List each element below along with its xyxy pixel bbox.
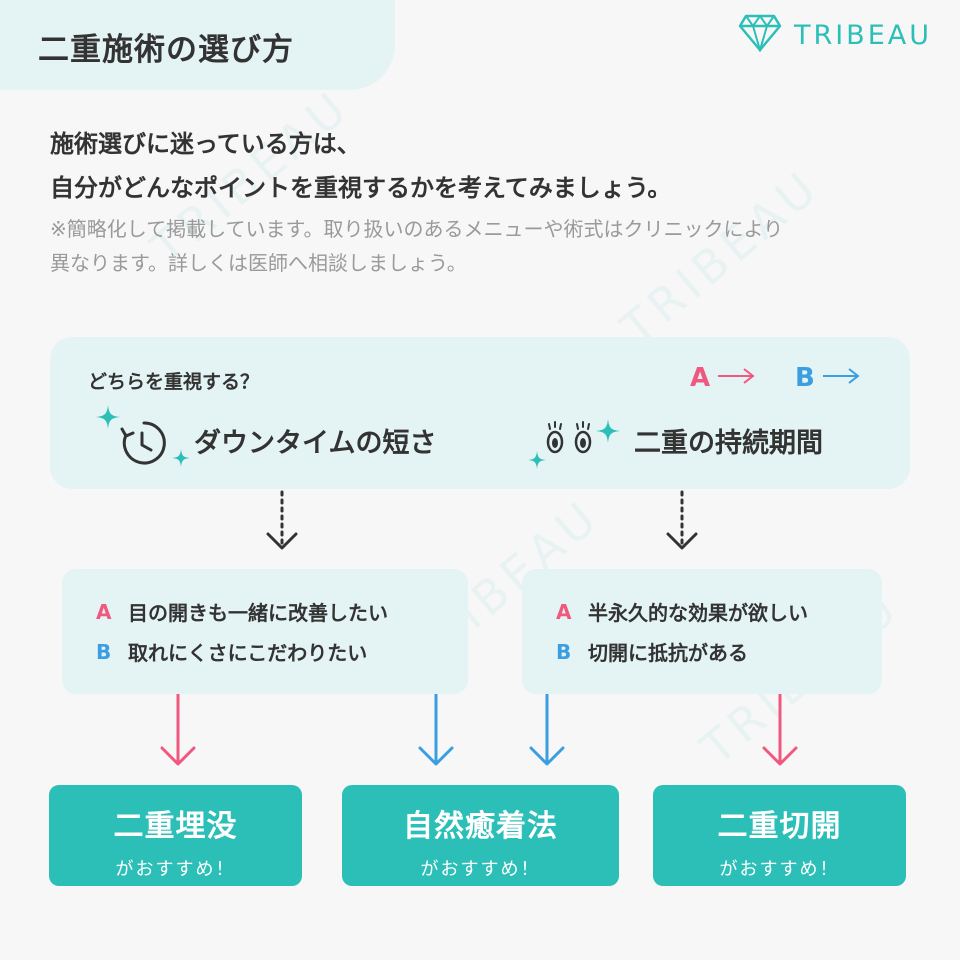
title-tab: 二重施術の選び方 — [0, 0, 395, 90]
result-box-maibotsu: 二重埋没 がおすすめ！ — [49, 785, 302, 886]
criteria-letter-a: A — [556, 599, 572, 624]
brand-logo: TRIBEAU — [738, 14, 932, 56]
result-subtext: がおすすめ！ — [719, 859, 840, 880]
question-box: どちらを重視する？ A B ダウンタイムの短さ — [50, 337, 910, 489]
legend-b-letter: B — [795, 363, 815, 393]
criteria-box-duration: A 半永久的な効果が欲しい B 切開に抵抗がある — [522, 569, 882, 694]
legend-a: A — [690, 363, 756, 393]
option-downtime: ダウンタイムの短さ — [194, 428, 437, 459]
criteria-row-b: B 取れにくさにこだわりたい — [96, 637, 367, 666]
sparkle-icon — [96, 405, 120, 433]
criteria-row-b: B 切開に抵抗がある — [556, 637, 748, 666]
note-line-1: ※簡略化して掲載しています。取り扱いのあるメニューや術式はクリニックにより — [50, 217, 784, 241]
result-subtext: がおすすめ！ — [420, 859, 541, 880]
arrow-down-icon — [762, 694, 798, 766]
intro-line-1: 施術選びに迷っている方は、 — [50, 130, 361, 158]
criteria-letter-b: B — [556, 639, 572, 664]
result-subtext: がおすすめ！ — [115, 859, 236, 880]
logo-text: TRIBEAU — [793, 19, 932, 51]
eyes-icon — [544, 421, 596, 461]
sparkle-icon — [596, 419, 620, 447]
arrow-right-icon — [821, 366, 861, 390]
note-line-2: 異なります。詳しくは医師へ相談しましょう。 — [50, 251, 467, 275]
criteria-text: 半永久的な効果が欲しい — [588, 601, 808, 625]
sparkle-icon — [172, 449, 190, 471]
option-duration: 二重の持続期間 — [634, 428, 823, 459]
criteria-box-downtime: A 目の開きも一緒に改善したい B 取れにくさにこだわりたい — [62, 569, 468, 694]
arrow-right-icon — [716, 366, 756, 390]
intro-line-2: 自分がどんなポイントを重視するかを考えてみましょう。 — [50, 174, 672, 202]
diamond-icon — [738, 14, 782, 56]
criteria-text: 切開に抵抗がある — [588, 641, 748, 665]
dotted-arrow-down-icon — [266, 490, 298, 550]
result-box-sekkai: 二重切開 がおすすめ！ — [653, 785, 906, 886]
page-title: 二重施術の選び方 — [38, 32, 294, 68]
arrow-down-icon — [418, 694, 454, 766]
legend-b: B — [795, 363, 861, 393]
arrow-down-icon — [160, 694, 196, 766]
criteria-letter-b: B — [96, 639, 112, 664]
result-name: 二重切開 — [717, 809, 842, 844]
result-box-shizen-yuchaku: 自然癒着法 がおすすめ！ — [342, 785, 619, 886]
legend-a-letter: A — [690, 363, 711, 393]
clock-icon — [120, 419, 168, 471]
criteria-row-a: A 半永久的な効果が欲しい — [556, 597, 808, 626]
criteria-text: 取れにくさにこだわりたい — [128, 641, 368, 665]
dotted-arrow-down-icon — [666, 490, 698, 550]
sparkle-icon — [528, 451, 546, 473]
criteria-text: 目の開きも一緒に改善したい — [128, 601, 388, 625]
result-name: 自然癒着法 — [403, 809, 558, 844]
question-label: どちらを重視する？ — [88, 371, 260, 393]
criteria-row-a: A 目の開きも一緒に改善したい — [96, 597, 388, 626]
result-name: 二重埋没 — [113, 809, 238, 844]
criteria-letter-a: A — [96, 599, 112, 624]
intro-text: 施術選びに迷っている方は、 自分がどんなポイントを重視するかを考えてみましょう。 — [50, 122, 671, 210]
note-text: ※簡略化して掲載しています。取り扱いのあるメニューや術式はクリニックにより 異な… — [50, 212, 920, 280]
arrow-down-icon — [529, 694, 565, 766]
